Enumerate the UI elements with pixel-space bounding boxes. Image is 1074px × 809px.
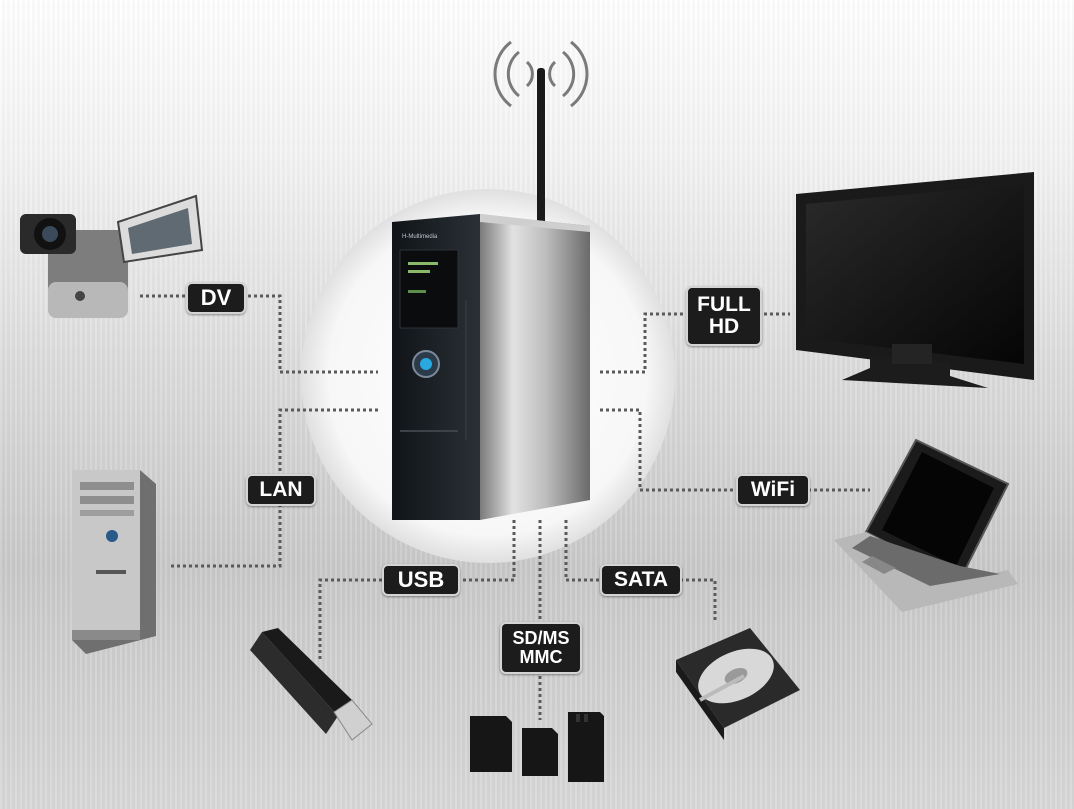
hard-disk-icon — [676, 628, 800, 740]
laptop-icon — [834, 438, 1018, 612]
lan-connection-label: LAN — [246, 474, 316, 506]
sata-connection-label: SATA — [600, 564, 682, 596]
dv-label-text: DV — [200, 285, 232, 311]
wifi-label-text: WiFi — [750, 477, 796, 501]
desktop-pc-icon — [72, 470, 156, 654]
media-player-icon — [392, 214, 590, 520]
hd-label-line-1: FULL — [697, 292, 751, 316]
camcorder-icon — [20, 194, 204, 318]
device-brand-text: H-Multimedia — [402, 234, 438, 240]
memory-cards-icon — [470, 712, 604, 782]
usb-label-text: USB — [397, 567, 445, 593]
wifi-connection-label: WiFi — [736, 474, 810, 506]
usb-flash-drive-icon — [250, 628, 373, 741]
sd-mmc-connection-label: SD/MS MMC — [500, 622, 582, 674]
lan-label-text: LAN — [259, 477, 303, 501]
full-hd-connection-label: FULL HD — [686, 286, 762, 346]
flat-tv-icon — [796, 172, 1034, 388]
hd-label-line-2: HD — [708, 315, 740, 338]
sd-label-line-1: SD/MS — [512, 628, 570, 649]
sata-label-text: SATA — [613, 567, 669, 591]
antenna-icon — [493, 40, 589, 226]
dv-connection-label: DV — [186, 282, 246, 314]
usb-connection-label: USB — [382, 564, 460, 596]
sd-label-line-2: MMC — [519, 647, 563, 667]
